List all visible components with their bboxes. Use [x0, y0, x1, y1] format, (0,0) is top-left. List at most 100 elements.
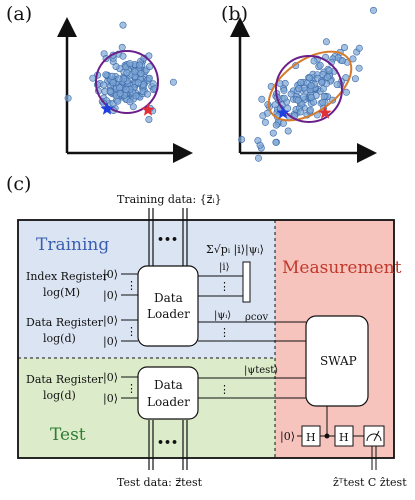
scatter-point [310, 57, 318, 65]
scatter-point [284, 104, 292, 112]
scatter-point [100, 81, 108, 89]
scatter-point [299, 93, 307, 101]
state-sum-label: Σ√pᵢ |i⟩|ψᵢ⟩ [206, 243, 264, 257]
index-register-label: Index Register [26, 270, 109, 283]
scatter-point [338, 57, 346, 65]
data-train-ket0-top: |0⟩ [103, 314, 118, 328]
scatter-point [261, 118, 269, 126]
scatter-point [307, 82, 315, 90]
scatter-point [351, 75, 359, 83]
test-data-dots: ••• [157, 436, 178, 449]
data-register-test-size: log(d) [43, 389, 76, 402]
scatter-point [342, 88, 350, 96]
scatter-point [136, 61, 144, 69]
scatter-point [131, 68, 139, 76]
ket-psi-i-label: |ψᵢ⟩ [214, 310, 231, 321]
data-loader-train-line2: Loader [147, 307, 190, 321]
scatter-point [294, 96, 302, 104]
panel-b-stars [276, 106, 332, 119]
scatter-point [64, 94, 72, 102]
scatter-point [238, 136, 246, 144]
scatter-point [319, 98, 327, 106]
panel-c-label: (c) [6, 173, 31, 195]
scatter-point [134, 79, 142, 87]
scatter-point [122, 86, 130, 94]
scatter-point [137, 70, 145, 78]
panel-a-stars [100, 102, 155, 116]
training-data-dots: ••• [157, 233, 178, 246]
star-red-icon [318, 106, 332, 119]
panel-b: (b) [221, 3, 377, 163]
scatter-point [169, 78, 177, 86]
scatter-point [145, 74, 153, 82]
scatter-point [119, 21, 127, 29]
data-loader-test [137, 366, 199, 420]
measurement-meter-icon [363, 425, 385, 447]
scatter-point [269, 129, 277, 137]
data-register-train-label: Data Register [26, 316, 104, 329]
scatter-point [284, 127, 292, 135]
scatter-point [118, 43, 126, 51]
data-test-ket0-bottom: |0⟩ [103, 392, 118, 406]
ket-psi-test-label: |ψtest⟩ [244, 365, 278, 376]
scatter-point [129, 103, 137, 111]
scatter-point [340, 43, 348, 51]
measurement-output-label: ẑᵀtest C ẑtest [333, 476, 407, 489]
scatter-point [143, 90, 151, 98]
star-blue-icon [100, 102, 114, 115]
scatter-point [259, 112, 267, 120]
data-loader-test-line2: Loader [147, 395, 190, 409]
star-red-icon [141, 103, 155, 116]
scatter-point [255, 154, 263, 162]
scatter-point [355, 44, 363, 52]
hadamard-1-label: H [306, 431, 316, 444]
ancilla-ket0: |0⟩ [280, 430, 295, 444]
scatter-point [126, 98, 134, 106]
index-vdots: ⋮ [126, 279, 137, 292]
panel-b-label: (b) [221, 3, 248, 25]
training-region-label: Training [36, 235, 109, 255]
scatter-point [325, 67, 333, 75]
scatter-point [132, 92, 140, 100]
data-register-test-label: Data Register [26, 373, 104, 386]
scatter-point [324, 73, 332, 81]
scatter-point [108, 72, 116, 80]
data-loader-train [137, 265, 199, 347]
training-data-label: Training data: {z⃗ᵢ} [117, 193, 222, 206]
index-out-vdots: ⋮ [219, 280, 230, 293]
data-test-ket0-top: |0⟩ [103, 371, 118, 385]
scatter-point [272, 121, 280, 129]
hadamard-2-label: H [339, 431, 349, 444]
data-test-vdots: ⋮ [126, 382, 137, 395]
data-train-vdots: ⋮ [126, 325, 137, 338]
ket-i-label: |i⟩ [219, 262, 230, 273]
scatter-point [116, 84, 124, 92]
scatter-point [126, 60, 134, 68]
scatter-point [123, 69, 131, 77]
scatter-point [115, 75, 123, 83]
scatter-point [306, 74, 314, 82]
scatter-point [256, 141, 264, 149]
star-blue-icon [276, 106, 290, 119]
scatter-point [322, 38, 330, 46]
scatter-point [145, 116, 153, 124]
index-ket0-bottom: |0⟩ [103, 289, 118, 303]
data-train-ket0-bottom: |0⟩ [103, 335, 118, 349]
scatter-point [119, 52, 127, 60]
measurement-region-label: Measurement [282, 258, 402, 278]
data-test-out-vdots: ⋮ [219, 383, 230, 396]
scatter-point [306, 106, 314, 114]
scatter-point [297, 79, 305, 87]
test-region-label: Test [50, 425, 86, 445]
swap-gate [305, 315, 369, 407]
swap-label: SWAP [320, 354, 357, 368]
panel-a-covariance-circle [95, 50, 159, 114]
scatter-point [272, 138, 280, 146]
scatter-point [280, 94, 288, 102]
scatter-point [355, 64, 363, 72]
scatter-point [116, 89, 124, 97]
panel-a: (a) [6, 3, 193, 163]
scatter-point [349, 55, 357, 63]
scatter-point [318, 79, 326, 87]
